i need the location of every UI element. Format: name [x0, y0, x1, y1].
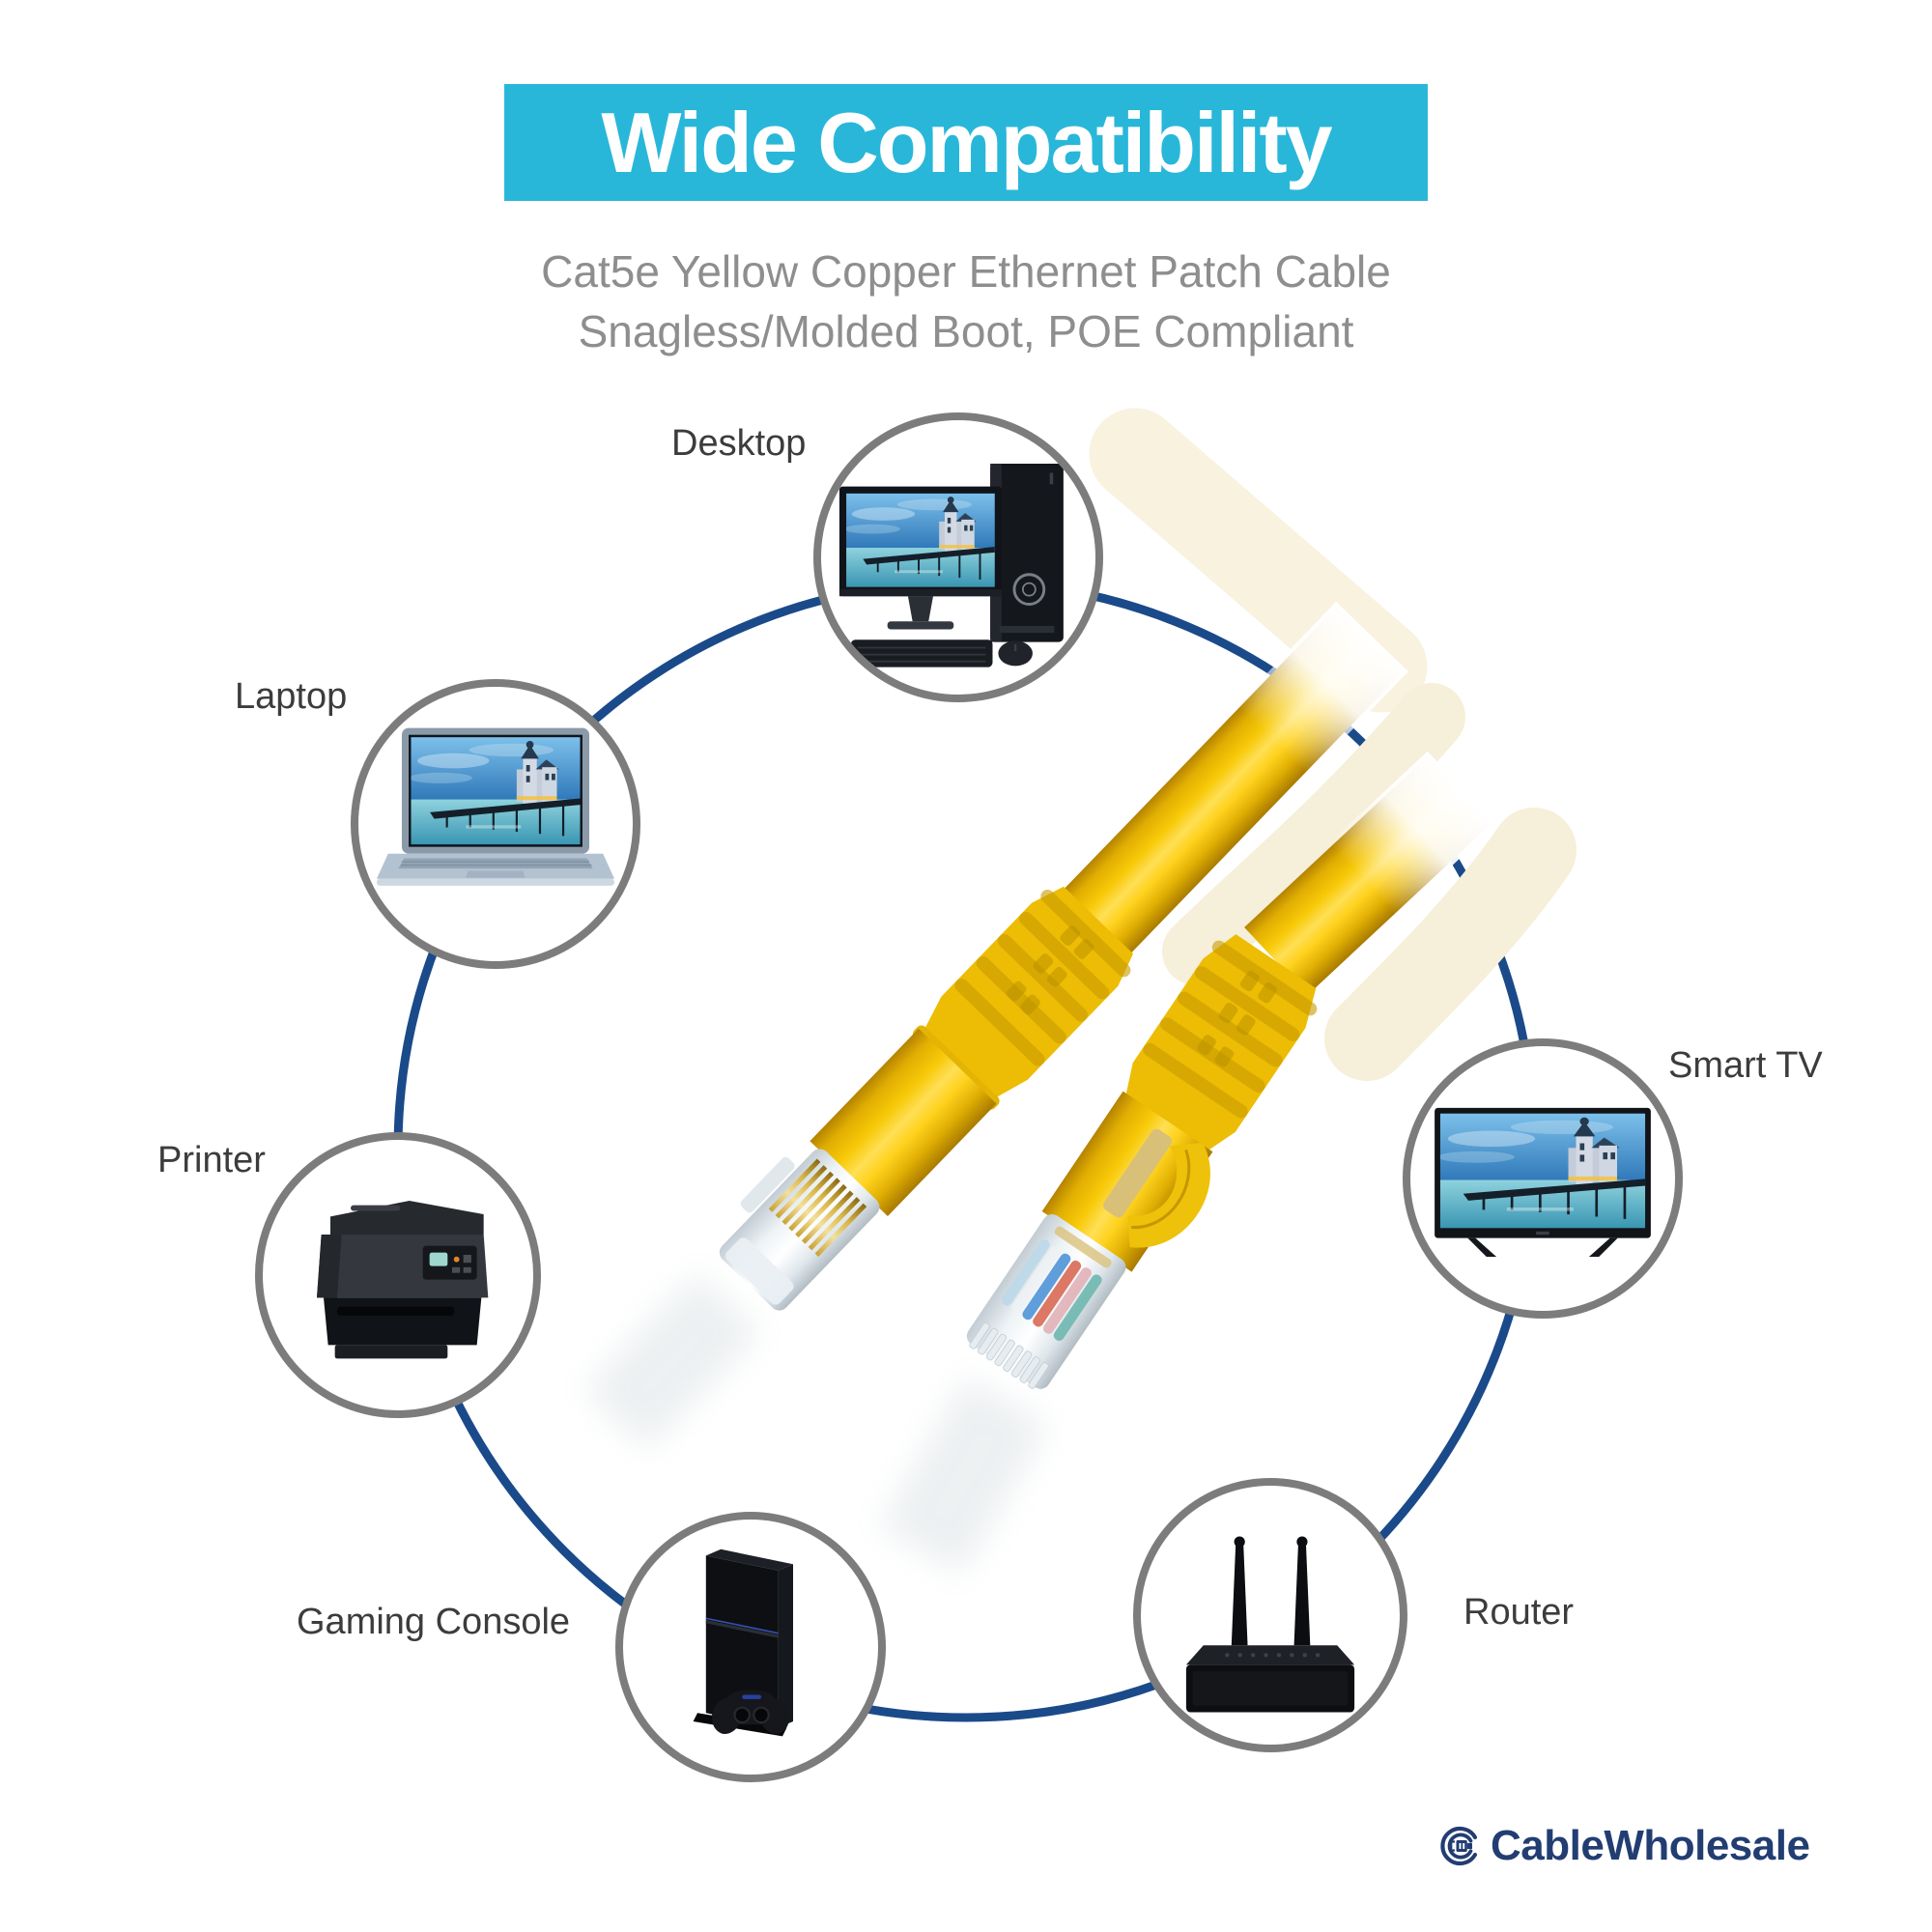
cablewholesale-plug-icon — [1440, 1826, 1478, 1866]
laptop-circle — [351, 679, 640, 969]
printer-circle — [255, 1132, 541, 1418]
subtitle-line-1: Cat5e Yellow Copper Ethernet Patch Cable — [541, 246, 1391, 297]
connector-reflections — [587, 1276, 1045, 1572]
laptop-label: Laptop — [235, 676, 348, 717]
brand-logo: CableWholesale — [1437, 1822, 1810, 1870]
gaming-console-label: Gaming Console — [297, 1602, 571, 1642]
banner: Wide Compatibility — [504, 84, 1428, 201]
cable-strand-left — [719, 601, 1408, 1311]
printer-label: Printer — [157, 1140, 266, 1180]
router-circle — [1133, 1478, 1407, 1752]
printer-illustration — [317, 1201, 489, 1359]
cable-strand-right — [966, 751, 1496, 1389]
gaming-console-circle — [615, 1512, 886, 1782]
subtitle-line-2: Snagless/Molded Boot, POE Compliant — [578, 306, 1354, 356]
smart-tv-label: Smart TV — [1668, 1045, 1823, 1086]
gaming-console-illustration — [693, 1548, 793, 1737]
banner-title: Wide Compatibility — [601, 94, 1332, 190]
smart-tv-illustration — [1435, 1107, 1651, 1258]
router-illustration — [1185, 1536, 1355, 1713]
desktop-circle — [813, 412, 1103, 702]
laptop-illustration — [376, 727, 615, 886]
brand-name: CableWholesale — [1491, 1822, 1810, 1869]
smart-tv-circle — [1403, 1038, 1683, 1319]
desktop-label: Desktop — [671, 423, 807, 464]
desktop-illustration — [838, 463, 1064, 668]
product-subtitle: Cat5e Yellow Copper Ethernet Patch Cable… — [386, 242, 1546, 361]
router-label: Router — [1463, 1592, 1575, 1633]
